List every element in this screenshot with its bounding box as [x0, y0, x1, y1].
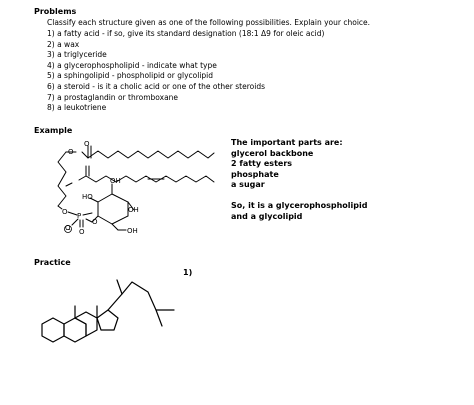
atom-oxygen: O — [65, 224, 71, 232]
atom-hydroxyl: OH — [128, 206, 139, 214]
problems-heading: Problems — [34, 7, 77, 16]
example-heading: Example — [34, 126, 73, 135]
list-item: 6) a steroid - is it a cholic acid or on… — [47, 81, 265, 91]
atom-phosphorus: P — [77, 212, 81, 220]
example-notes: The important parts are: glycerol backbo… — [231, 138, 367, 222]
atom-hydroxyl: HO — [82, 193, 93, 201]
list-item: 3) a triglyceride — [47, 50, 107, 60]
atom-oxygen: O — [84, 140, 90, 148]
list-item: 8) a leukotriene — [47, 103, 107, 113]
practice-heading: Practice — [34, 258, 71, 267]
list-item: 1) a fatty acid - if so, give its standa… — [47, 29, 325, 38]
atom-oxygen: O — [92, 218, 98, 226]
list-item: 4) a glycerophospholipid - indicate what… — [47, 60, 217, 70]
note-line: The important parts are: — [231, 138, 343, 147]
charge-sign: − — [66, 227, 71, 234]
note-line: 2 fatty esters — [231, 159, 293, 168]
note-line: phosphate — [231, 169, 279, 179]
atom-oxygen: O — [62, 208, 68, 216]
atom-oxygen: O — [79, 228, 85, 236]
problems-intro: Classify each structure given as one of … — [47, 18, 371, 27]
note-line: glycerol backbone — [231, 148, 314, 158]
practice-number: 1) — [183, 268, 193, 277]
conclusion-line: and a glycolipid — [231, 211, 303, 221]
note-line: a sugar — [231, 180, 265, 189]
list-item: 5) a sphingolipid - phospholipid or glyc… — [47, 71, 214, 81]
problems-list: 1) a fatty acid - if so, give its standa… — [47, 29, 324, 114]
list-item: 7) a prostaglandin or thromboxane — [47, 92, 179, 102]
atom-hydroxyl: OH — [110, 177, 121, 185]
atom-hydroxyl: OH — [127, 227, 138, 235]
conclusion-line: So, it is a glycerophospholipid — [231, 201, 368, 210]
atom-oxygen: O — [68, 148, 74, 156]
negative-charge-icon — [64, 225, 72, 233]
list-item: 2) a wax — [47, 39, 80, 49]
